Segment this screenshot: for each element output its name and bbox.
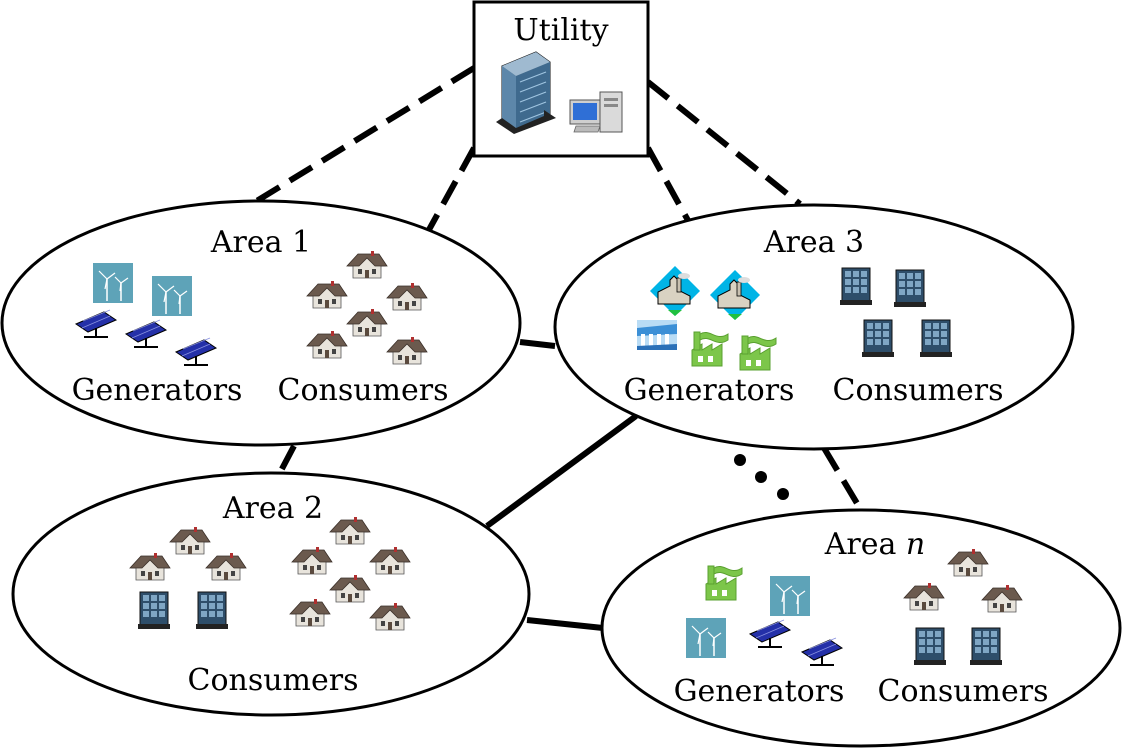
dot-3: [777, 488, 789, 500]
office-building-icon: [137, 591, 171, 630]
area-n-consumers-label: Consumers: [878, 674, 1049, 709]
link-utility-area3-inner: [645, 146, 693, 226]
wind-turbine-icon: [151, 275, 193, 317]
link-utility-area1-outer: [253, 65, 476, 205]
wind-turbine-icon: [92, 262, 134, 304]
link-utility-area3-outer: [646, 79, 802, 207]
link-area1-area2: [271, 444, 297, 486]
utility-title: Utility: [513, 13, 608, 48]
ellipsis-dots: [734, 454, 789, 500]
link-area2-arean: [526, 617, 604, 631]
area-n-title: Area n: [824, 527, 926, 562]
area-1-generators-label: Generators: [72, 373, 243, 408]
area-links: [485, 339, 638, 631]
area-n: Area n Generators Consumers: [600, 508, 1122, 748]
office-building-icon: [969, 627, 1003, 666]
area-3-consumers-label: Consumers: [833, 373, 1004, 408]
area-3: Area 3 Generators Consumers: [553, 203, 1075, 451]
area-2-consumers-label: Consumers: [188, 663, 359, 698]
office-building-icon: [839, 267, 873, 306]
area-2: Area 2 Consumers: [11, 471, 531, 717]
area-1: Area 1 Generators Consumers: [0, 199, 522, 447]
office-building-icon: [919, 319, 953, 358]
dot-2: [755, 471, 767, 483]
link-area3-area2: [485, 413, 638, 529]
area-n-boundary: [600, 508, 1122, 748]
area-1-title: Area 1: [210, 225, 311, 260]
wind-turbine-icon: [769, 575, 811, 617]
hydro-dam-icon: [637, 320, 677, 350]
office-building-icon: [913, 627, 947, 666]
office-building-icon: [861, 319, 895, 358]
utility-node: Utility: [472, 0, 650, 158]
area-2-title: Area 2: [222, 491, 323, 526]
link-utility-area1-inner: [422, 146, 477, 239]
link-area1-area3: [519, 339, 556, 349]
dashed-links-lower: [271, 444, 861, 507]
office-building-icon: [195, 591, 229, 630]
area-3-generators-label: Generators: [624, 373, 795, 408]
area-3-title: Area 3: [763, 225, 864, 260]
area-3-boundary: [553, 203, 1075, 451]
wind-turbine-icon: [685, 617, 727, 659]
area-n-generators-label: Generators: [674, 674, 845, 709]
area-2-boundary: [11, 471, 531, 717]
utility-links: [253, 65, 802, 239]
link-area3-arean: [821, 446, 861, 507]
area-1-boundary: [0, 199, 522, 447]
dot-1: [734, 454, 746, 466]
area-1-consumers-label: Consumers: [278, 373, 449, 408]
office-building-icon: [893, 269, 927, 308]
